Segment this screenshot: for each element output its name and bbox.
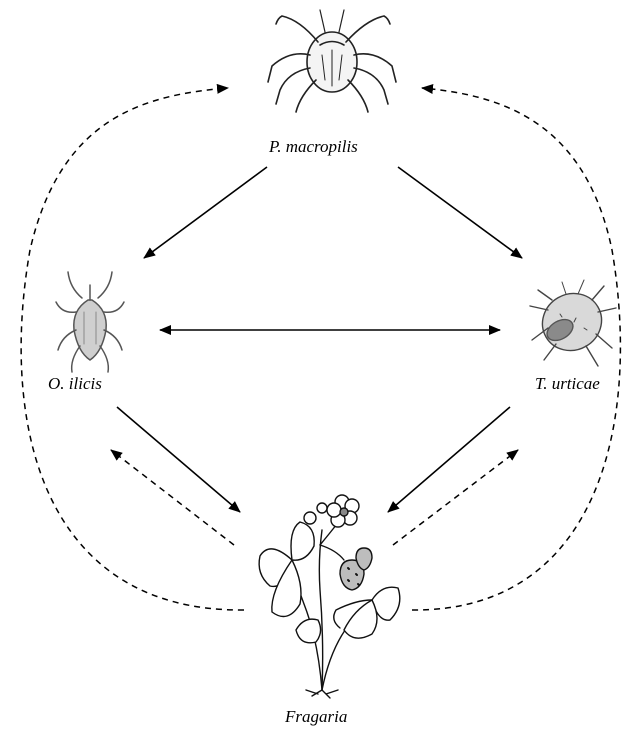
dashed-arrow-fragaria-to-o-ilicis: [111, 450, 234, 545]
arrow-predator-to-o-ilicis: [144, 167, 267, 258]
arrow-t-urticae-to-fragaria: [388, 407, 510, 512]
strawberry-plant-icon: [259, 495, 400, 698]
label-fragaria: Fragaria: [285, 707, 347, 727]
dashed-arrows: [21, 88, 620, 610]
solid-arrows: [117, 167, 522, 512]
dashed-arrow-fragaria-to-t-urticae: [393, 450, 518, 545]
strawberry-fruit-icon: [340, 548, 372, 590]
predatory-mite-icon: [268, 10, 396, 112]
label-o-ilicis: O. ilicis: [48, 374, 102, 394]
spider-mite-icon: [530, 280, 616, 366]
dashed-arc-fragaria-to-predator-left: [21, 88, 244, 610]
arrow-predator-to-t-urticae: [398, 167, 522, 258]
label-p-macropilis: P. macropilis: [269, 137, 358, 157]
flower-icon: [327, 495, 359, 527]
arrow-o-ilicis-to-fragaria: [117, 407, 240, 512]
mite-icon: [56, 272, 124, 372]
label-t-urticae: T. urticae: [535, 374, 600, 394]
dashed-arc-fragaria-to-predator-right: [412, 88, 620, 610]
